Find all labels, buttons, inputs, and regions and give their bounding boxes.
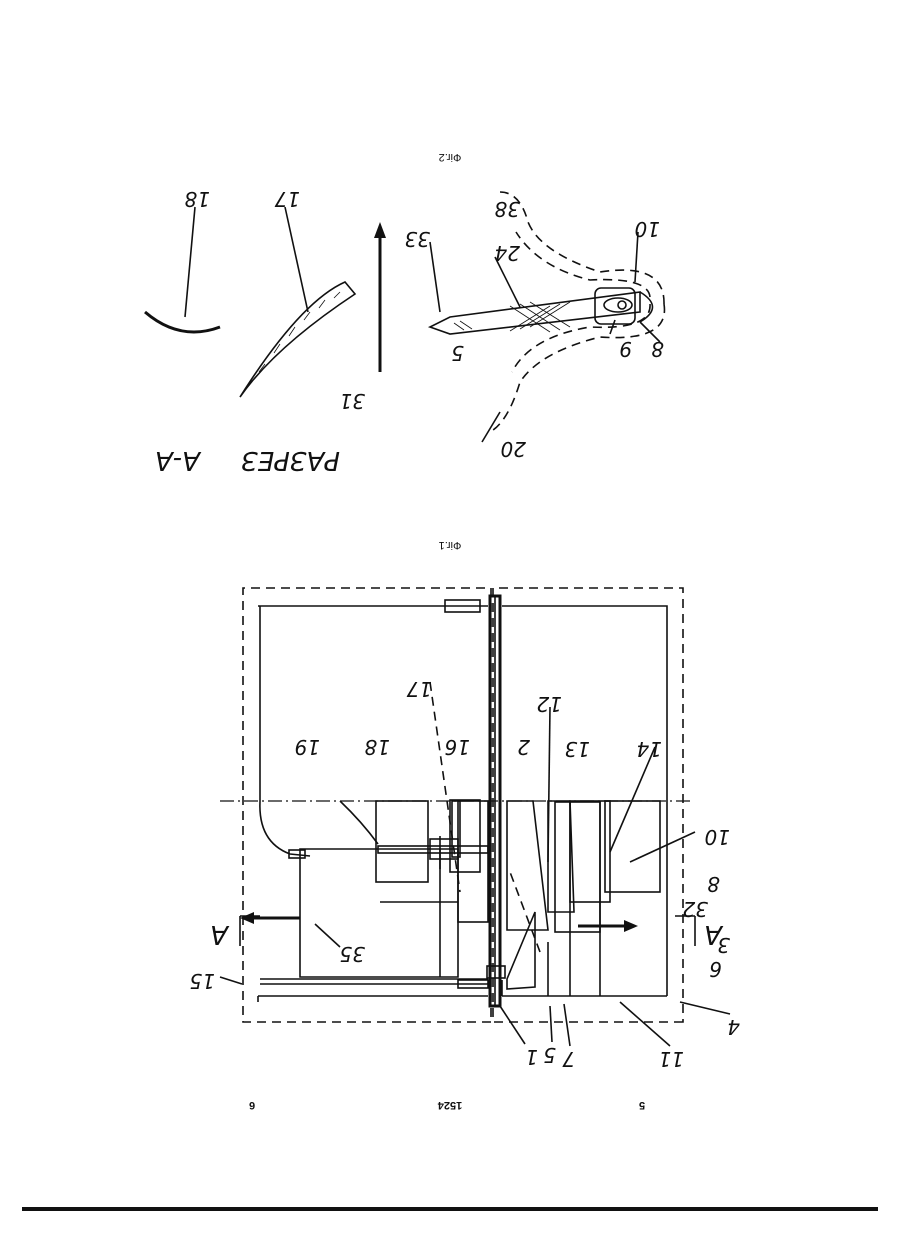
- fig2-callout-17: 17: [274, 187, 300, 211]
- callout-1: 1: [525, 1045, 538, 1069]
- figure-2: РАЗРЕЗ А-А: [145, 151, 664, 475]
- fig2-callout-8: 8: [651, 337, 664, 361]
- section-title-word: РАЗРЕЗ: [241, 445, 340, 475]
- housing-dashed-right: [243, 588, 491, 1022]
- fig2-callout-24: 24: [495, 241, 520, 265]
- callout-17: 17: [406, 677, 432, 701]
- callout-6: 6: [709, 957, 722, 981]
- callout-8: 8: [707, 872, 720, 896]
- fig2-callout-18: 18: [185, 187, 210, 211]
- callout-12: 12: [537, 692, 562, 716]
- callout-15: 15: [190, 969, 215, 993]
- bottom-rule: [22, 1207, 878, 1211]
- figure-1: A A 7 5 1 11 4 15 35 6 3 32 8 10: [190, 539, 740, 1071]
- section-marker-right: A: [210, 919, 230, 949]
- housing-dashed-left: [493, 588, 683, 1022]
- fig2-callout-31: 31: [340, 389, 365, 413]
- fig2-callout-33: 33: [405, 227, 430, 251]
- callout-35: 35: [340, 942, 365, 966]
- callout-4: 4: [727, 1015, 740, 1039]
- callout-13: 13: [565, 737, 590, 761]
- callout-19: 19: [295, 735, 320, 759]
- callout-3: 3: [717, 933, 730, 957]
- plate-18: [145, 312, 220, 332]
- section-title-name: А-А: [155, 445, 202, 475]
- callout-11: 11: [659, 1047, 684, 1071]
- callout-18: 18: [365, 735, 390, 759]
- callout-16: 16: [445, 735, 470, 759]
- callout-10: 10: [705, 825, 730, 849]
- callout-2: 2: [517, 735, 530, 759]
- page-number-center: 1524: [437, 1099, 462, 1111]
- page-number-right: 6: [249, 1099, 255, 1111]
- blade-profile-17: [240, 282, 355, 397]
- callout-32: 32: [683, 897, 708, 921]
- fig2-callout-9: 9: [619, 337, 632, 361]
- callout-5: 5: [543, 1043, 556, 1067]
- page-number-left: 5: [639, 1099, 645, 1111]
- block-18: [570, 801, 610, 902]
- rotor-block: [300, 849, 458, 977]
- caption-fig2: Фіг.2: [439, 151, 462, 163]
- block-19: [605, 801, 660, 892]
- fig2-callout-20: 20: [501, 437, 526, 461]
- blade-16: [507, 801, 548, 930]
- rotated-sheet: 5 1524 6: [145, 151, 740, 1111]
- fig2-callout-5: 5: [451, 341, 464, 365]
- callout-7: 7: [562, 1047, 575, 1071]
- callout-14: 14: [637, 737, 662, 761]
- fig2-callout-38: 38: [495, 197, 520, 221]
- caption-fig1: Фіг.1: [439, 539, 462, 551]
